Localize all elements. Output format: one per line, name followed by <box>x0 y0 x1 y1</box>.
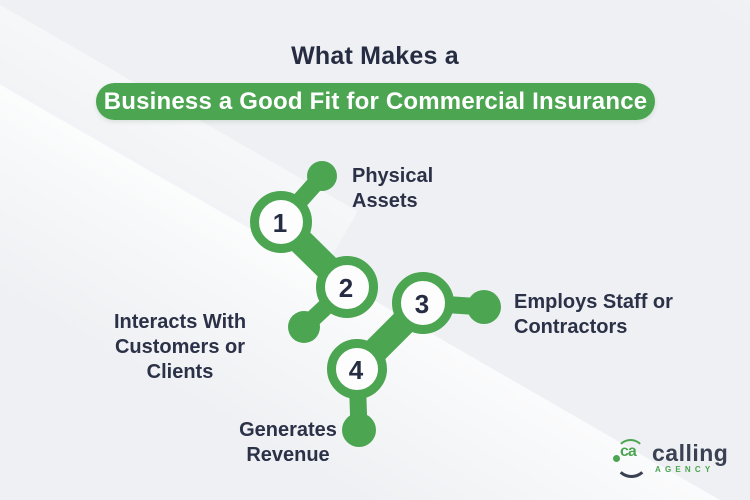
step-circle-4 <box>327 339 387 399</box>
label-line: Assets <box>352 190 418 212</box>
label-line: Interacts With <box>113 311 247 333</box>
page-title: What Makes a <box>291 42 459 70</box>
label-line: Generates <box>239 419 337 441</box>
step-number-1: 1 <box>273 208 287 238</box>
step-number-2: 2 <box>339 273 353 303</box>
label-line: Revenue <box>246 444 330 466</box>
title-pill-text: Business a Good Fit for Commercial Insur… <box>103 87 648 115</box>
terminal-nodes <box>288 161 501 447</box>
logo-name: calling <box>652 440 729 466</box>
step-number-4: 4 <box>349 355 364 385</box>
step-circle-3 <box>392 272 454 334</box>
logo-text: calling AGENCY <box>652 440 729 475</box>
brand-logo: ca calling AGENCY <box>613 439 729 478</box>
node-dot <box>288 311 320 343</box>
step-numbers: 1 2 3 4 <box>273 208 429 385</box>
node-dot <box>307 161 337 191</box>
step-label-interacts-customers: Interacts With Customers or Clients <box>80 310 280 385</box>
numbered-rings <box>250 191 454 399</box>
logo-subtitle: AGENCY <box>655 465 715 474</box>
step-circle-2 <box>316 256 378 318</box>
label-line: Customers or Clients <box>114 336 246 383</box>
step-label-employs-staff: Employs Staff or Contractors <box>514 290 673 340</box>
step-number-3: 3 <box>415 289 429 319</box>
label-line: Contractors <box>514 316 628 338</box>
step-circle-1 <box>250 191 312 253</box>
label-line: Employs Staff or <box>514 291 673 313</box>
step-label-physical-assets: Physical Assets <box>352 164 433 214</box>
node-dot <box>467 290 501 324</box>
smile-arc-icon <box>615 447 648 478</box>
headset-mic-icon <box>613 455 620 462</box>
title-pill: Business a Good Fit for Commercial Insur… <box>96 83 655 120</box>
label-line: Physical <box>352 165 434 187</box>
step-label-generates-revenue: Generates Revenue <box>236 418 340 468</box>
node-dot <box>342 413 376 447</box>
calling-agency-icon: ca <box>613 439 649 478</box>
headset-arc-icon <box>616 439 645 467</box>
